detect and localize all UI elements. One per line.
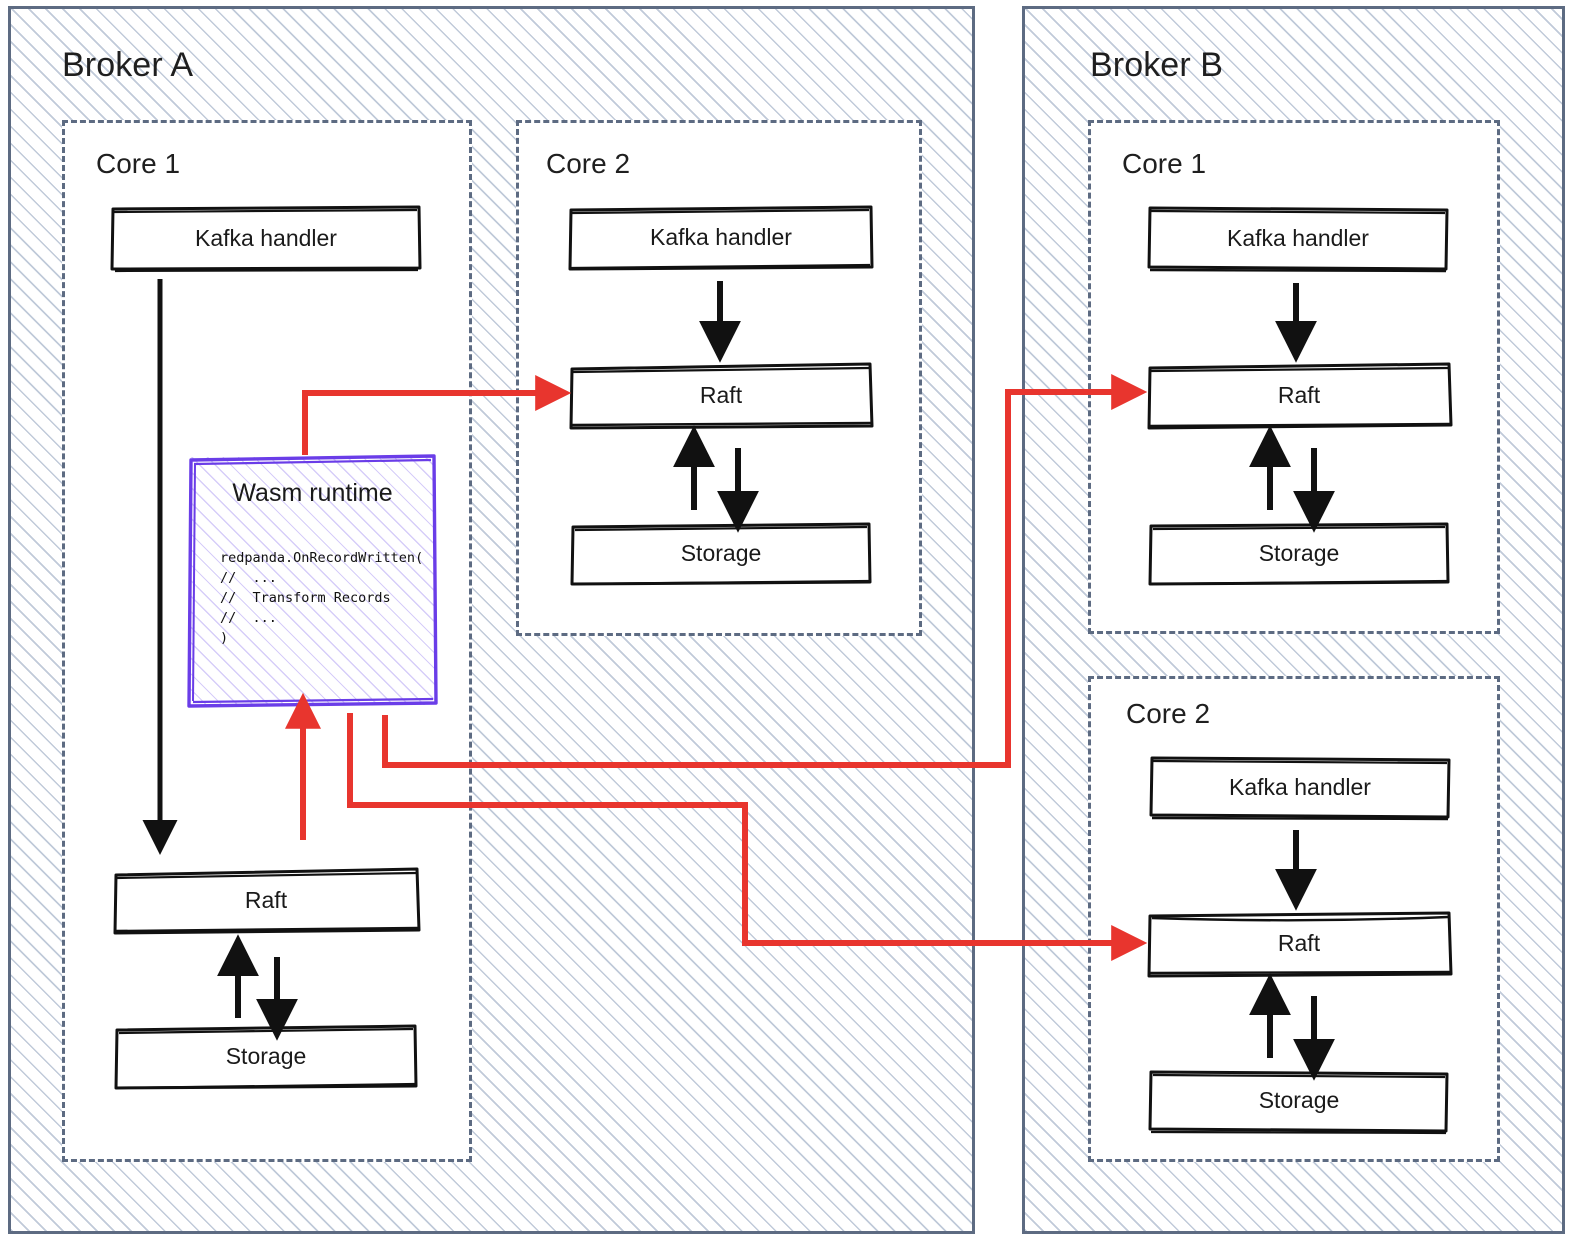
- node-a1-storage[interactable]: Storage: [114, 1024, 418, 1090]
- broker-b-core-1-title: Core 1: [1122, 148, 1207, 179]
- node-label: Raft: [699, 381, 743, 408]
- node-a1-wasm-runtime[interactable]: Wasm runtime redpanda.OnRecordWritten( /…: [187, 454, 438, 708]
- wasm-runtime-title: Wasm runtime: [232, 479, 393, 507]
- node-b1-kafka-handler[interactable]: Kafka handler: [1147, 206, 1449, 273]
- wasm-runtime-code: redpanda.OnRecordWritten( // ... // Tran…: [220, 550, 424, 646]
- node-label: Kafka handler: [1229, 773, 1371, 800]
- node-label: Kafka handler: [1227, 224, 1369, 251]
- node-a1-raft[interactable]: Raft: [113, 867, 421, 935]
- node-a2-kafka-handler[interactable]: Kafka handler: [568, 205, 874, 271]
- node-b1-storage[interactable]: Storage: [1148, 522, 1450, 586]
- node-label: Raft: [1277, 929, 1321, 956]
- broker-b-core-2-title: Core 2: [1126, 698, 1211, 729]
- node-a2-storage[interactable]: Storage: [570, 522, 872, 586]
- node-label: Kafka handler: [195, 224, 337, 251]
- node-label: Raft: [244, 886, 288, 913]
- node-a1-kafka-handler[interactable]: Kafka handler: [110, 205, 422, 273]
- node-b2-kafka-handler[interactable]: Kafka handler: [1149, 756, 1451, 821]
- node-a2-raft[interactable]: Raft: [569, 362, 874, 430]
- node-b2-storage[interactable]: Storage: [1148, 1070, 1449, 1135]
- node-label: Storage: [1258, 1086, 1340, 1113]
- broker-a-core-1-title: Core 1: [96, 148, 181, 179]
- broker-a-core-2-title: Core 2: [546, 148, 631, 179]
- node-b2-raft[interactable]: Raft: [1147, 911, 1453, 978]
- broker-b-title: Broker B: [1090, 46, 1224, 84]
- broker-a-title: Broker A: [62, 46, 194, 84]
- node-label: Storage: [1258, 539, 1340, 566]
- node-label: Storage: [680, 539, 762, 566]
- node-label: Kafka handler: [650, 223, 792, 250]
- node-label: Raft: [1277, 381, 1321, 408]
- node-b1-raft[interactable]: Raft: [1147, 362, 1453, 430]
- node-label: Storage: [225, 1042, 307, 1069]
